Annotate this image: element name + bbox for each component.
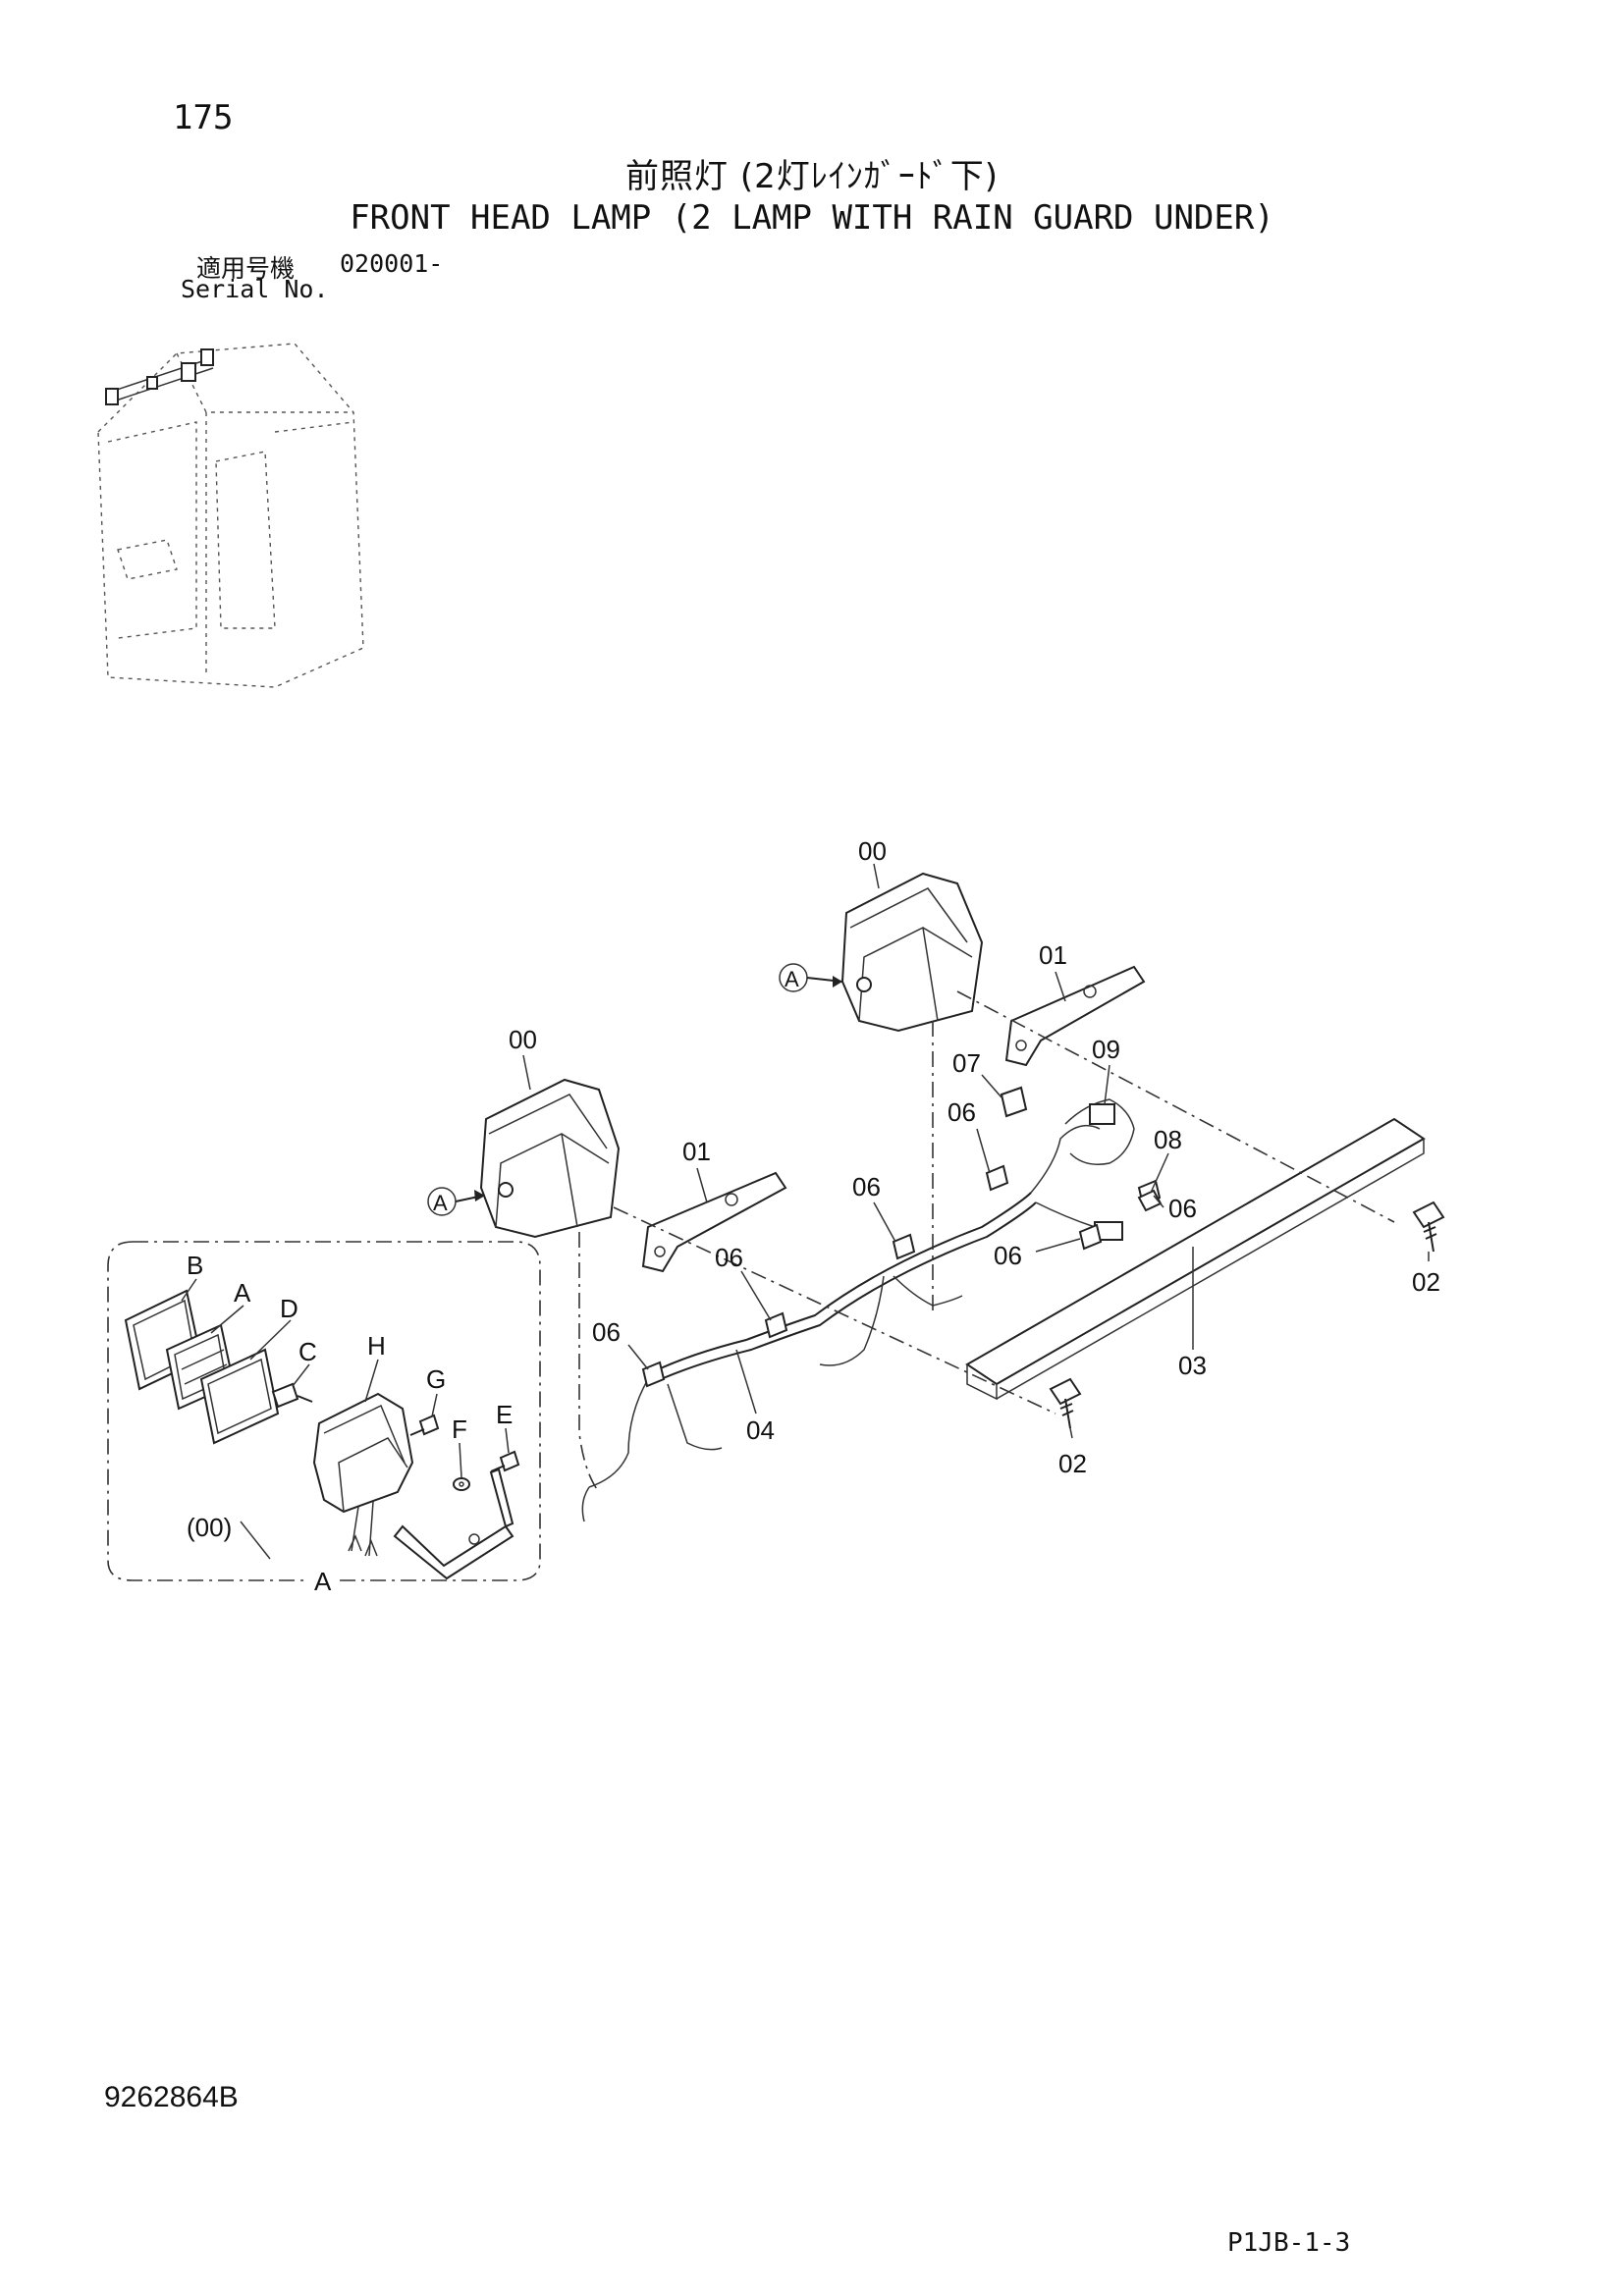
leader-clip-a [627, 1344, 649, 1370]
leader-clip-e [1153, 1195, 1164, 1208]
callout-clip-a: 06 [592, 1317, 621, 1347]
assembly-line-4 [578, 1232, 600, 1493]
clamp [1000, 1086, 1028, 1118]
lamp-right [840, 872, 984, 1033]
leader-clamp [981, 1074, 1002, 1098]
callout-clip-c: 06 [852, 1172, 881, 1201]
page-code: P1JB-1-3 [1227, 2228, 1351, 2258]
document-code: 9262864B [104, 2081, 239, 2113]
leader-clip-c [873, 1201, 896, 1243]
leader-bracket-left [696, 1167, 708, 1203]
detail-label-h: H [367, 1331, 386, 1361]
bolt-left [1049, 1377, 1082, 1429]
wire-harness [581, 1098, 1135, 1522]
callout-clip-b: 06 [715, 1243, 743, 1272]
ref-circle-a-right: A [779, 963, 843, 992]
detail-label-e: E [496, 1400, 513, 1429]
detail-label-c: C [298, 1337, 317, 1366]
bracket-left [641, 1171, 787, 1273]
detail-label-a: A [234, 1278, 251, 1308]
lamp-bulb [271, 1382, 313, 1409]
lamp-stay [393, 1468, 514, 1580]
lamp-screw-g [409, 1414, 440, 1436]
detail-a-inset: B A D C H G F E (00) A [107, 1241, 541, 1596]
callout-lamp-right: 00 [858, 836, 887, 866]
callout-clamp: 07 [952, 1048, 981, 1078]
leader-lamp-right [873, 863, 880, 889]
svg-text:A: A [433, 1191, 448, 1215]
lamp-screw-e [490, 1450, 520, 1472]
page-number: 175 [173, 98, 234, 137]
leader-lamp-left [522, 1054, 531, 1091]
callout-clip-f: 06 [994, 1241, 1022, 1270]
leader-clip-b [740, 1270, 772, 1321]
detail-assembly-label: (00) [187, 1513, 232, 1542]
clip-d [985, 1164, 1009, 1192]
title-english: FRONT HEAD LAMP (2 LAMP WITH RAIN GUARD … [350, 198, 1274, 238]
assembly-line-1 [956, 990, 1395, 1223]
callout-relay: 09 [1092, 1035, 1120, 1064]
cross-bar [965, 1117, 1426, 1401]
serial-label-english: Serial No. [181, 275, 329, 303]
lamp-housing [312, 1392, 414, 1557]
callout-bracket-right: 01 [1039, 940, 1067, 970]
bolt-right [1412, 1201, 1445, 1253]
title-japanese: 前照灯 (2灯ﾚｲﾝｶﾞｰﾄﾞ下) [625, 157, 999, 196]
leader-bolt-left [1069, 1427, 1073, 1439]
cab-locator-illustration [97, 343, 364, 688]
lamp-gasket [199, 1348, 280, 1445]
detail-frame-label: A [314, 1567, 332, 1596]
callout-harness: 04 [746, 1415, 775, 1445]
bracket-right [1004, 965, 1146, 1067]
clip-a [641, 1361, 666, 1388]
leader-clip-d [976, 1128, 991, 1174]
clip-c [892, 1233, 916, 1260]
callout-bolt-left: 02 [1058, 1449, 1087, 1478]
callout-bar: 03 [1178, 1351, 1207, 1380]
clip-f [1078, 1223, 1103, 1251]
leader-nut [1150, 1152, 1169, 1194]
ref-circle-a-left: A [427, 1187, 485, 1216]
callout-bracket-left: 01 [682, 1137, 711, 1166]
callout-nut: 08 [1154, 1125, 1182, 1154]
leader-relay [1104, 1064, 1110, 1105]
lamp-washer [453, 1477, 470, 1491]
serial-label-japanese: 適用号機 [196, 254, 296, 283]
callout-clip-e: 06 [1168, 1194, 1197, 1223]
detail-label-f: F [452, 1415, 467, 1444]
serial-value: 020001- [340, 249, 444, 278]
callout-clip-d: 06 [947, 1097, 976, 1127]
detail-label-b: B [187, 1251, 203, 1280]
lamp-left [479, 1078, 621, 1239]
detail-label-d: D [280, 1294, 298, 1323]
assembly-line-2 [613, 1206, 1056, 1415]
leader-harness [735, 1349, 757, 1415]
callout-bolt-right: 02 [1412, 1267, 1440, 1297]
callout-lamp-left: 00 [509, 1025, 537, 1054]
leader-clip-f [1035, 1238, 1081, 1253]
svg-text:A: A [785, 967, 799, 991]
detail-label-g: G [426, 1364, 446, 1394]
leader-bracket-right [1055, 971, 1066, 1002]
